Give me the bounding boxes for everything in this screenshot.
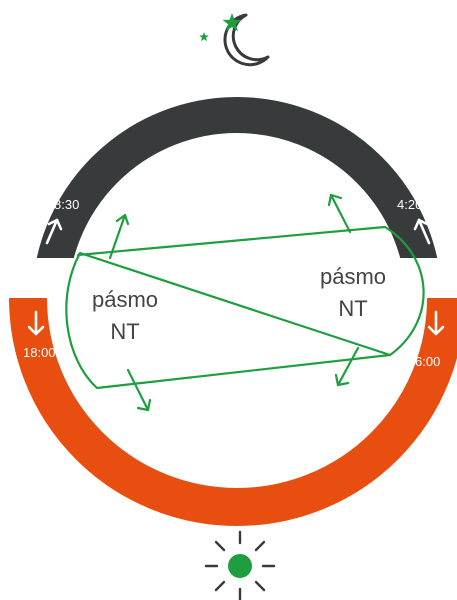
- down-arrow-icon: [27, 310, 45, 336]
- zone-label-right-line2: NT: [338, 296, 367, 321]
- zone-left: [65, 251, 392, 390]
- zone-label-left-line1: pásmo: [92, 287, 158, 312]
- night-band: [36, 97, 438, 258]
- sun-icon: [204, 530, 276, 600]
- time-label-day-right: 6:00: [415, 354, 440, 369]
- zone-arrow-icon: [108, 193, 360, 412]
- zone-label-left-line2: NT: [110, 319, 139, 344]
- day-band: [9, 298, 457, 526]
- moon-icon: [223, 13, 270, 67]
- time-label-night-right: 4:20: [397, 197, 422, 212]
- small-star-icon: [199, 32, 209, 42]
- down-arrow-icon-right: [427, 310, 445, 336]
- star-icon: [222, 13, 242, 32]
- zone-label-right-line1: pásmo: [320, 264, 386, 289]
- zone-right: [76, 225, 425, 357]
- up-arrow-icon: [45, 218, 63, 245]
- time-label-night-left: 8:30: [54, 197, 79, 212]
- up-arrow-icon-right: [413, 218, 431, 245]
- time-label-day-left: 18:00: [23, 345, 56, 360]
